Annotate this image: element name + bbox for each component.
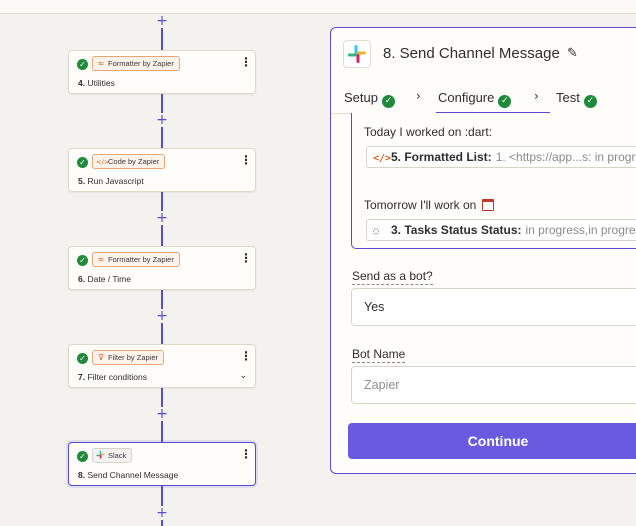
status-icon: ◌ bbox=[373, 222, 387, 241]
add-step-icon[interactable]: + bbox=[155, 14, 169, 28]
bot-name-input[interactable] bbox=[351, 366, 636, 404]
add-step-icon[interactable]: + bbox=[155, 211, 169, 225]
check-icon: ✓ bbox=[498, 95, 511, 108]
check-icon: ✓ bbox=[77, 157, 88, 168]
panel-header: 8. Send Channel Message ✎ bbox=[331, 28, 636, 82]
step-card-utilities[interactable]: ✓ ≈Formatter by Zapier ⋮ 4. Utilities bbox=[68, 50, 256, 94]
step-title: 8. Send Channel Message bbox=[78, 470, 178, 480]
tab-setup[interactable]: Setup ✓ bbox=[344, 90, 395, 108]
slack-icon bbox=[96, 450, 105, 459]
step-tabs: Setup ✓ › Configure ✓ › Test ✓ bbox=[331, 82, 636, 114]
pill-label: 3. Tasks Status Status: bbox=[391, 223, 522, 237]
app-badge: </>Code by Zapier bbox=[92, 154, 165, 169]
app-badge: ≈Formatter by Zapier bbox=[92, 252, 180, 267]
tab-configure[interactable]: Configure ✓ bbox=[438, 90, 511, 108]
app-name: Slack bbox=[108, 451, 126, 460]
step-name: Utilities bbox=[87, 78, 114, 88]
continue-button[interactable]: Continue bbox=[348, 423, 636, 459]
chevron-down-icon[interactable]: ⌄ bbox=[239, 371, 247, 381]
app-badge: ⊽Filter by Zapier bbox=[92, 350, 164, 365]
mapped-field-pill[interactable]: </> 5. Formatted List: 1. <https://app...s… bbox=[366, 146, 636, 168]
step-number: 4. bbox=[78, 78, 85, 88]
step-title: 4. Utilities bbox=[78, 78, 115, 88]
step-title: 7. Filter conditions bbox=[78, 372, 147, 382]
pill-value: 1. <https://app...s: in progress bbox=[496, 150, 636, 164]
step-number: 6. bbox=[78, 274, 85, 284]
code-icon: </> bbox=[96, 156, 106, 169]
step-title: 6. Date / Time bbox=[78, 274, 131, 284]
step-card-run-javascript[interactable]: ✓ </>Code by Zapier ⋮ 5. Run Javascript bbox=[68, 148, 256, 192]
add-step-icon[interactable]: + bbox=[155, 113, 169, 127]
step-name: Run Javascript bbox=[87, 176, 143, 186]
message-line: Today I worked on :dart: bbox=[364, 125, 492, 139]
slack-logo-icon bbox=[343, 40, 371, 68]
chevron-right-icon: › bbox=[416, 89, 421, 103]
pill-label: 5. Formatted List: bbox=[391, 150, 492, 164]
step-number: 5. bbox=[78, 176, 85, 186]
tab-label: Test bbox=[556, 90, 580, 105]
step-number: 8. bbox=[78, 470, 85, 480]
tab-label: Setup bbox=[344, 90, 378, 105]
step-editor-panel: 8. Send Channel Message ✎ Setup ✓ › Confi… bbox=[330, 27, 636, 474]
mapped-field-pill[interactable]: ◌ 3. Tasks Status Status: in progress,in p… bbox=[366, 219, 636, 241]
top-bar bbox=[0, 0, 636, 14]
step-card-send-channel-message[interactable]: ✓ Slack ⋮ 8. Send Channel Message bbox=[68, 442, 256, 486]
app-badge: ≈Formatter by Zapier bbox=[92, 56, 180, 71]
more-options-icon[interactable]: ⋮ bbox=[240, 349, 246, 363]
step-card-date-time[interactable]: ✓ ≈Formatter by Zapier ⋮ 6. Date / Time bbox=[68, 246, 256, 290]
pencil-icon[interactable]: ✎ bbox=[567, 46, 578, 61]
check-icon: ✓ bbox=[77, 353, 88, 364]
panel-title: 8. Send Channel Message bbox=[383, 45, 560, 62]
step-name: Send Channel Message bbox=[87, 470, 178, 480]
more-options-icon[interactable]: ⋮ bbox=[240, 55, 246, 69]
app-badge: Slack bbox=[92, 448, 132, 463]
code-icon: </> bbox=[373, 149, 387, 168]
message-line: Tomorrow I'll work on bbox=[364, 198, 494, 212]
chevron-right-icon: › bbox=[534, 89, 539, 103]
app-name: Formatter by Zapier bbox=[108, 59, 174, 68]
step-name: Date / Time bbox=[87, 274, 130, 284]
filter-icon: ⊽ bbox=[96, 351, 106, 364]
add-step-icon[interactable]: + bbox=[155, 407, 169, 421]
send-as-bot-label: Send as a bot? bbox=[352, 269, 433, 285]
check-icon: ✓ bbox=[77, 255, 88, 266]
check-icon: ✓ bbox=[77, 451, 88, 462]
pill-value: in progress,in progress bbox=[526, 223, 636, 237]
send-as-bot-select[interactable]: Yes bbox=[351, 288, 636, 326]
tab-label: Configure bbox=[438, 90, 494, 105]
tab-test[interactable]: Test ✓ bbox=[556, 90, 597, 108]
more-options-icon[interactable]: ⋮ bbox=[240, 447, 246, 461]
formatter-icon: ≈ bbox=[96, 57, 106, 70]
app-name: Filter by Zapier bbox=[108, 353, 158, 362]
formatter-icon: ≈ bbox=[96, 253, 106, 266]
app-name: Code by Zapier bbox=[108, 157, 159, 166]
add-step-icon[interactable]: + bbox=[155, 309, 169, 323]
step-number: 7. bbox=[78, 372, 85, 382]
step-name: Filter conditions bbox=[87, 372, 147, 382]
check-icon: ✓ bbox=[77, 59, 88, 70]
step-title: 5. Run Javascript bbox=[78, 176, 144, 186]
step-card-filter-conditions[interactable]: ✓ ⊽Filter by Zapier ⋮ 7. Filter conditio… bbox=[68, 344, 256, 388]
more-options-icon[interactable]: ⋮ bbox=[240, 251, 246, 265]
add-step-icon[interactable]: + bbox=[155, 506, 169, 520]
bot-name-label: Bot Name bbox=[352, 347, 405, 363]
check-icon: ✓ bbox=[584, 95, 597, 108]
calendar-icon bbox=[482, 199, 494, 211]
check-icon: ✓ bbox=[382, 95, 395, 108]
message-text-field[interactable]: Today I worked on :dart: </> 5. Formatted… bbox=[351, 113, 636, 249]
app-name: Formatter by Zapier bbox=[108, 255, 174, 264]
message-text: Tomorrow I'll work on bbox=[364, 198, 476, 212]
more-options-icon[interactable]: ⋮ bbox=[240, 153, 246, 167]
